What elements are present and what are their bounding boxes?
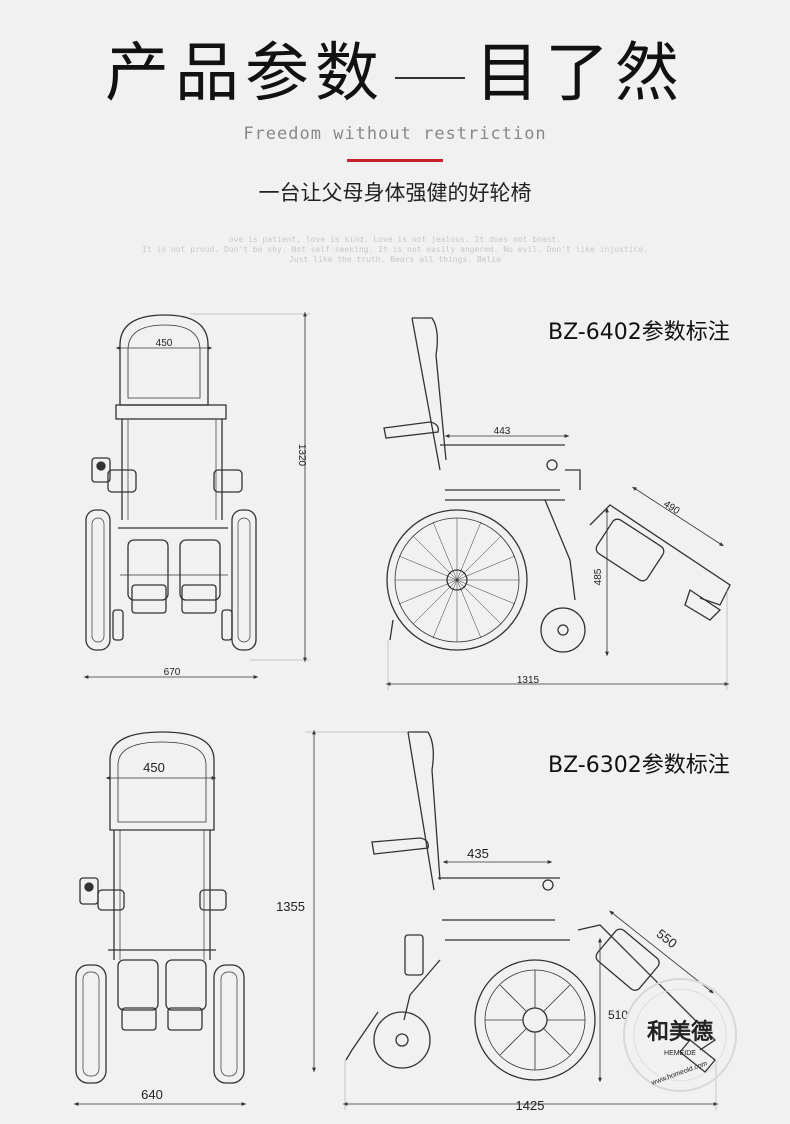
page-title: 产品参数 目了然 xyxy=(0,22,790,114)
model-2-front-view xyxy=(75,731,245,1084)
dim-m2-height: 1355 xyxy=(276,899,305,914)
title-right: 目了然 xyxy=(475,37,685,111)
dim-m1-height: 1320 xyxy=(296,444,307,467)
brand-watermark: 和美德 HEMEIDE www.homeold.com xyxy=(623,978,737,1092)
model-1-front-view xyxy=(85,314,257,651)
dim-m1-back-width: 450 xyxy=(156,338,173,349)
dim-m1-seat-height: 485 xyxy=(593,568,604,585)
model-1-side-view xyxy=(383,317,731,653)
dim-m2-length: 1425 xyxy=(516,1098,545,1113)
model-1-label: BZ-6402参数标注 xyxy=(548,320,730,345)
dim-m1-leg: 490 xyxy=(661,499,681,518)
title-left: 产品参数 xyxy=(105,37,385,111)
dim-m1-length: 1315 xyxy=(517,675,540,686)
title-dash xyxy=(395,76,465,79)
dim-m1-seat-depth: 443 xyxy=(494,426,511,437)
dim-m2-seat-depth: 435 xyxy=(467,846,489,861)
dim-line-m2-leg xyxy=(609,910,714,994)
watermark-text: 和美德 xyxy=(647,1019,713,1044)
watermark-subtext: HEMEIDE xyxy=(664,1050,696,1057)
dim-m2-seat-height: 510 xyxy=(608,1008,628,1022)
dim-m1-width: 670 xyxy=(164,667,181,678)
dim-m2-leg: 550 xyxy=(654,926,680,951)
fine-print-line-3: Just like the truth. Bears all things. B… xyxy=(289,255,501,264)
dim-m2-back-width: 450 xyxy=(143,760,165,775)
watermark-url: www.homeold.com xyxy=(650,1060,709,1087)
model-2-label: BZ-6302参数标注 xyxy=(548,753,730,778)
slogan: 一台让父母身体强健的好轮椅 xyxy=(258,181,532,205)
dim-line-m1-leg xyxy=(631,486,725,547)
dim-m2-width: 640 xyxy=(141,1087,163,1102)
fine-print-line-2: It is not proud. Don't be shy. Not self-… xyxy=(142,245,648,254)
fine-print-line-1: ove is patient, love is kind. Love is no… xyxy=(228,235,562,244)
subtitle-english: Freedom without restriction xyxy=(243,124,547,144)
accent-divider xyxy=(347,159,443,162)
